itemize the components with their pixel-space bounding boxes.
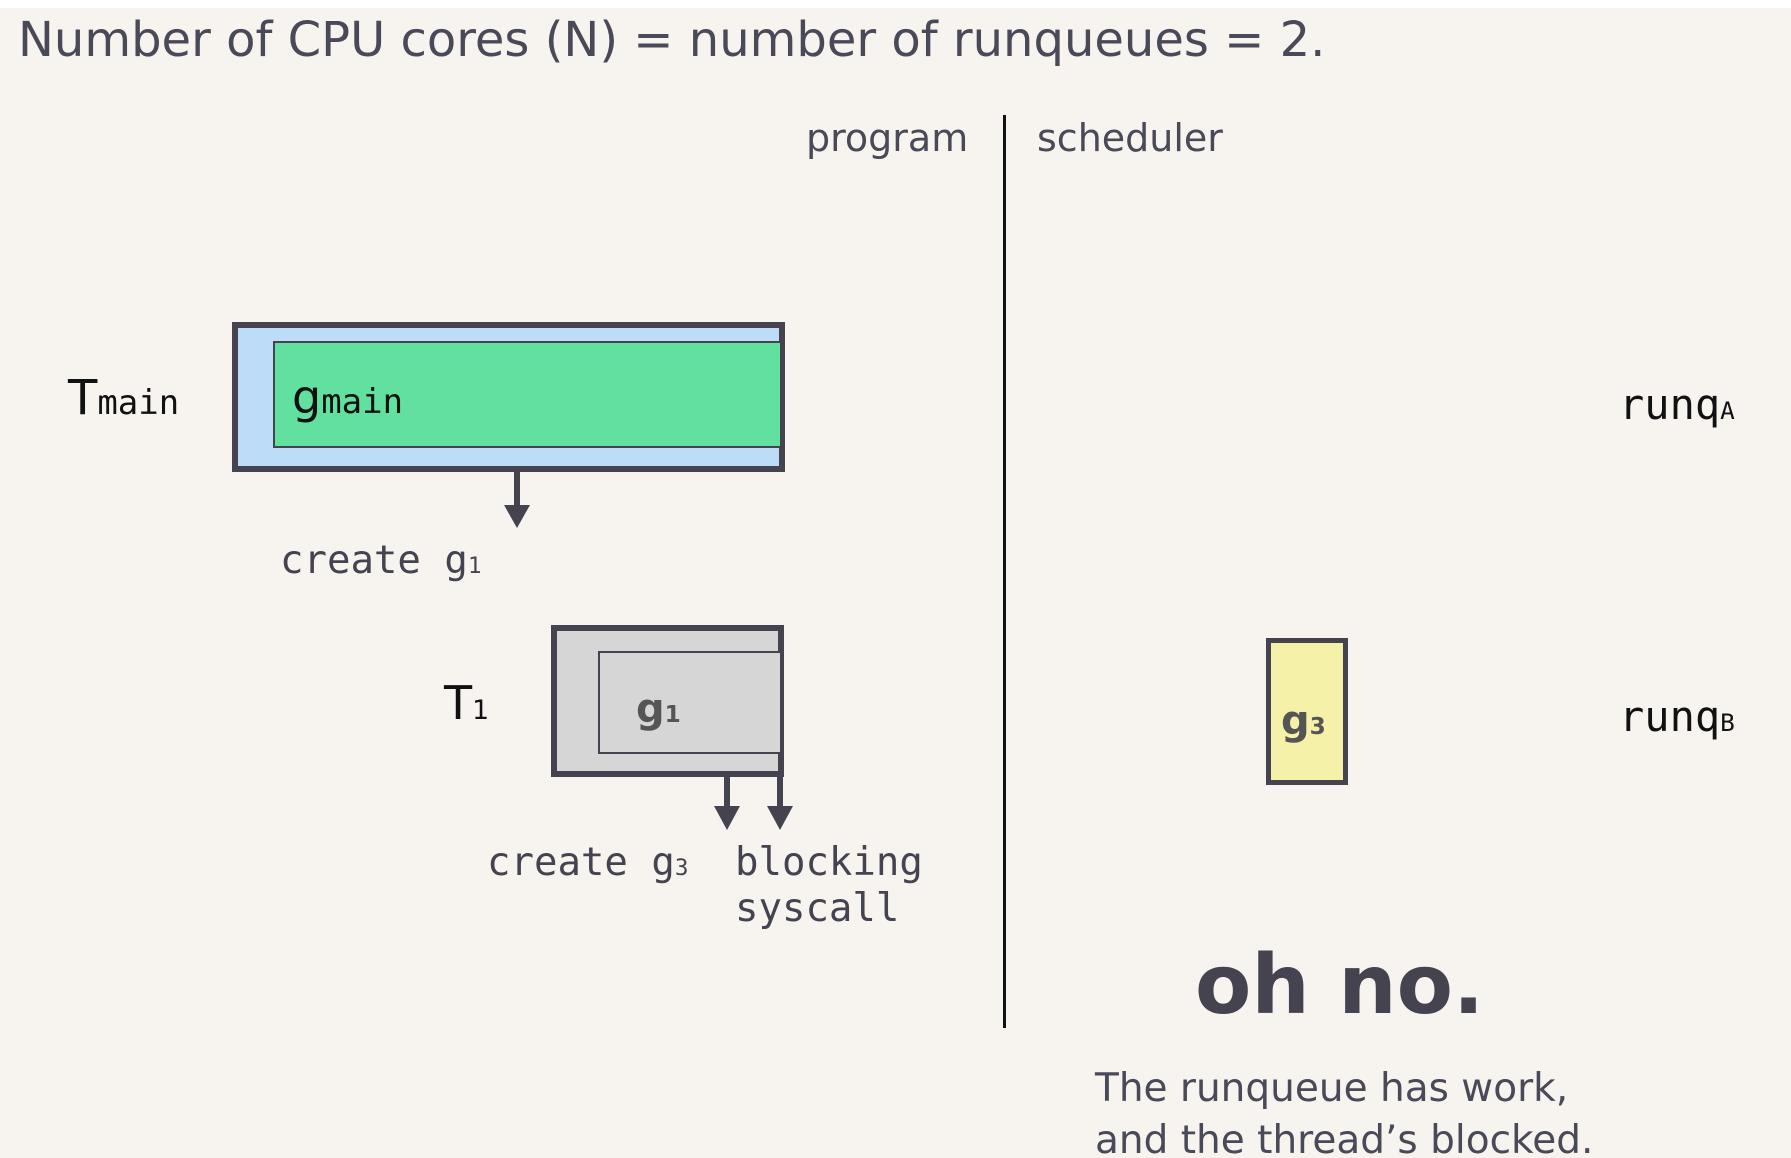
- goroutine-main-base: g: [292, 370, 322, 424]
- goroutine-1-sub: 1: [664, 701, 681, 728]
- scheduler-column-label: scheduler: [1037, 116, 1223, 160]
- goroutine-main-sub: main: [321, 382, 404, 422]
- create-g1-annotation: create g1: [280, 538, 481, 589]
- thread-1-sub: 1: [472, 695, 490, 726]
- goroutine-1-label: g1: [636, 686, 681, 732]
- runqueue-a-sub: A: [1720, 396, 1735, 425]
- blocking-syscall-arrow: [767, 777, 793, 830]
- blocking-line-1: blocking: [735, 840, 923, 885]
- goroutine-1-base: g: [636, 686, 665, 732]
- slide-heading: Number of CPU cores (N) = number of runq…: [18, 12, 1326, 68]
- thread-1-label: T1: [444, 676, 489, 730]
- create-g1-arrow: [504, 472, 530, 528]
- goroutine-main-label: gmain: [292, 370, 403, 424]
- runqueue-b-sub: B: [1720, 708, 1735, 737]
- runqueue-b-label: runqB: [1619, 692, 1735, 741]
- goroutine-3-label: g3: [1281, 698, 1326, 744]
- goroutine-main-box: [273, 341, 782, 448]
- create-g3-sub: 3: [674, 855, 689, 881]
- caption: The runqueue has work, and the thread’s b…: [1095, 1063, 1593, 1158]
- create-g1-text: create g: [280, 538, 468, 583]
- goroutine-1-box: [598, 651, 782, 754]
- blocking-line-2: syscall: [735, 886, 900, 931]
- oh-no-callout: oh no.: [1195, 938, 1485, 1033]
- column-divider: [1003, 115, 1006, 1028]
- thread-1-base: T: [444, 676, 473, 730]
- goroutine-3-base: g: [1281, 698, 1310, 744]
- create-g1-sub: 1: [467, 553, 482, 579]
- slide: Number of CPU cores (N) = number of runq…: [0, 8, 1791, 1158]
- program-column-label: program: [806, 116, 969, 160]
- create-g3-annotation: create g3: [487, 840, 688, 891]
- runqueue-a-label: runqA: [1619, 380, 1735, 429]
- thread-main-base: T: [68, 370, 98, 426]
- caption-line-1: The runqueue has work,: [1095, 1066, 1569, 1111]
- create-g3-text: create g: [487, 840, 675, 885]
- goroutine-3-sub: 3: [1309, 713, 1326, 740]
- runqueue-a-base: runq: [1619, 380, 1721, 429]
- thread-main-sub: main: [97, 383, 180, 423]
- thread-main-label: Tmain: [68, 370, 179, 426]
- goroutine-3-box: [1266, 638, 1348, 785]
- create-g3-arrow: [714, 777, 740, 830]
- caption-line-2: and the thread’s blocked.: [1095, 1118, 1594, 1158]
- runqueue-b-base: runq: [1619, 692, 1721, 741]
- arrows-layer: [504, 472, 793, 830]
